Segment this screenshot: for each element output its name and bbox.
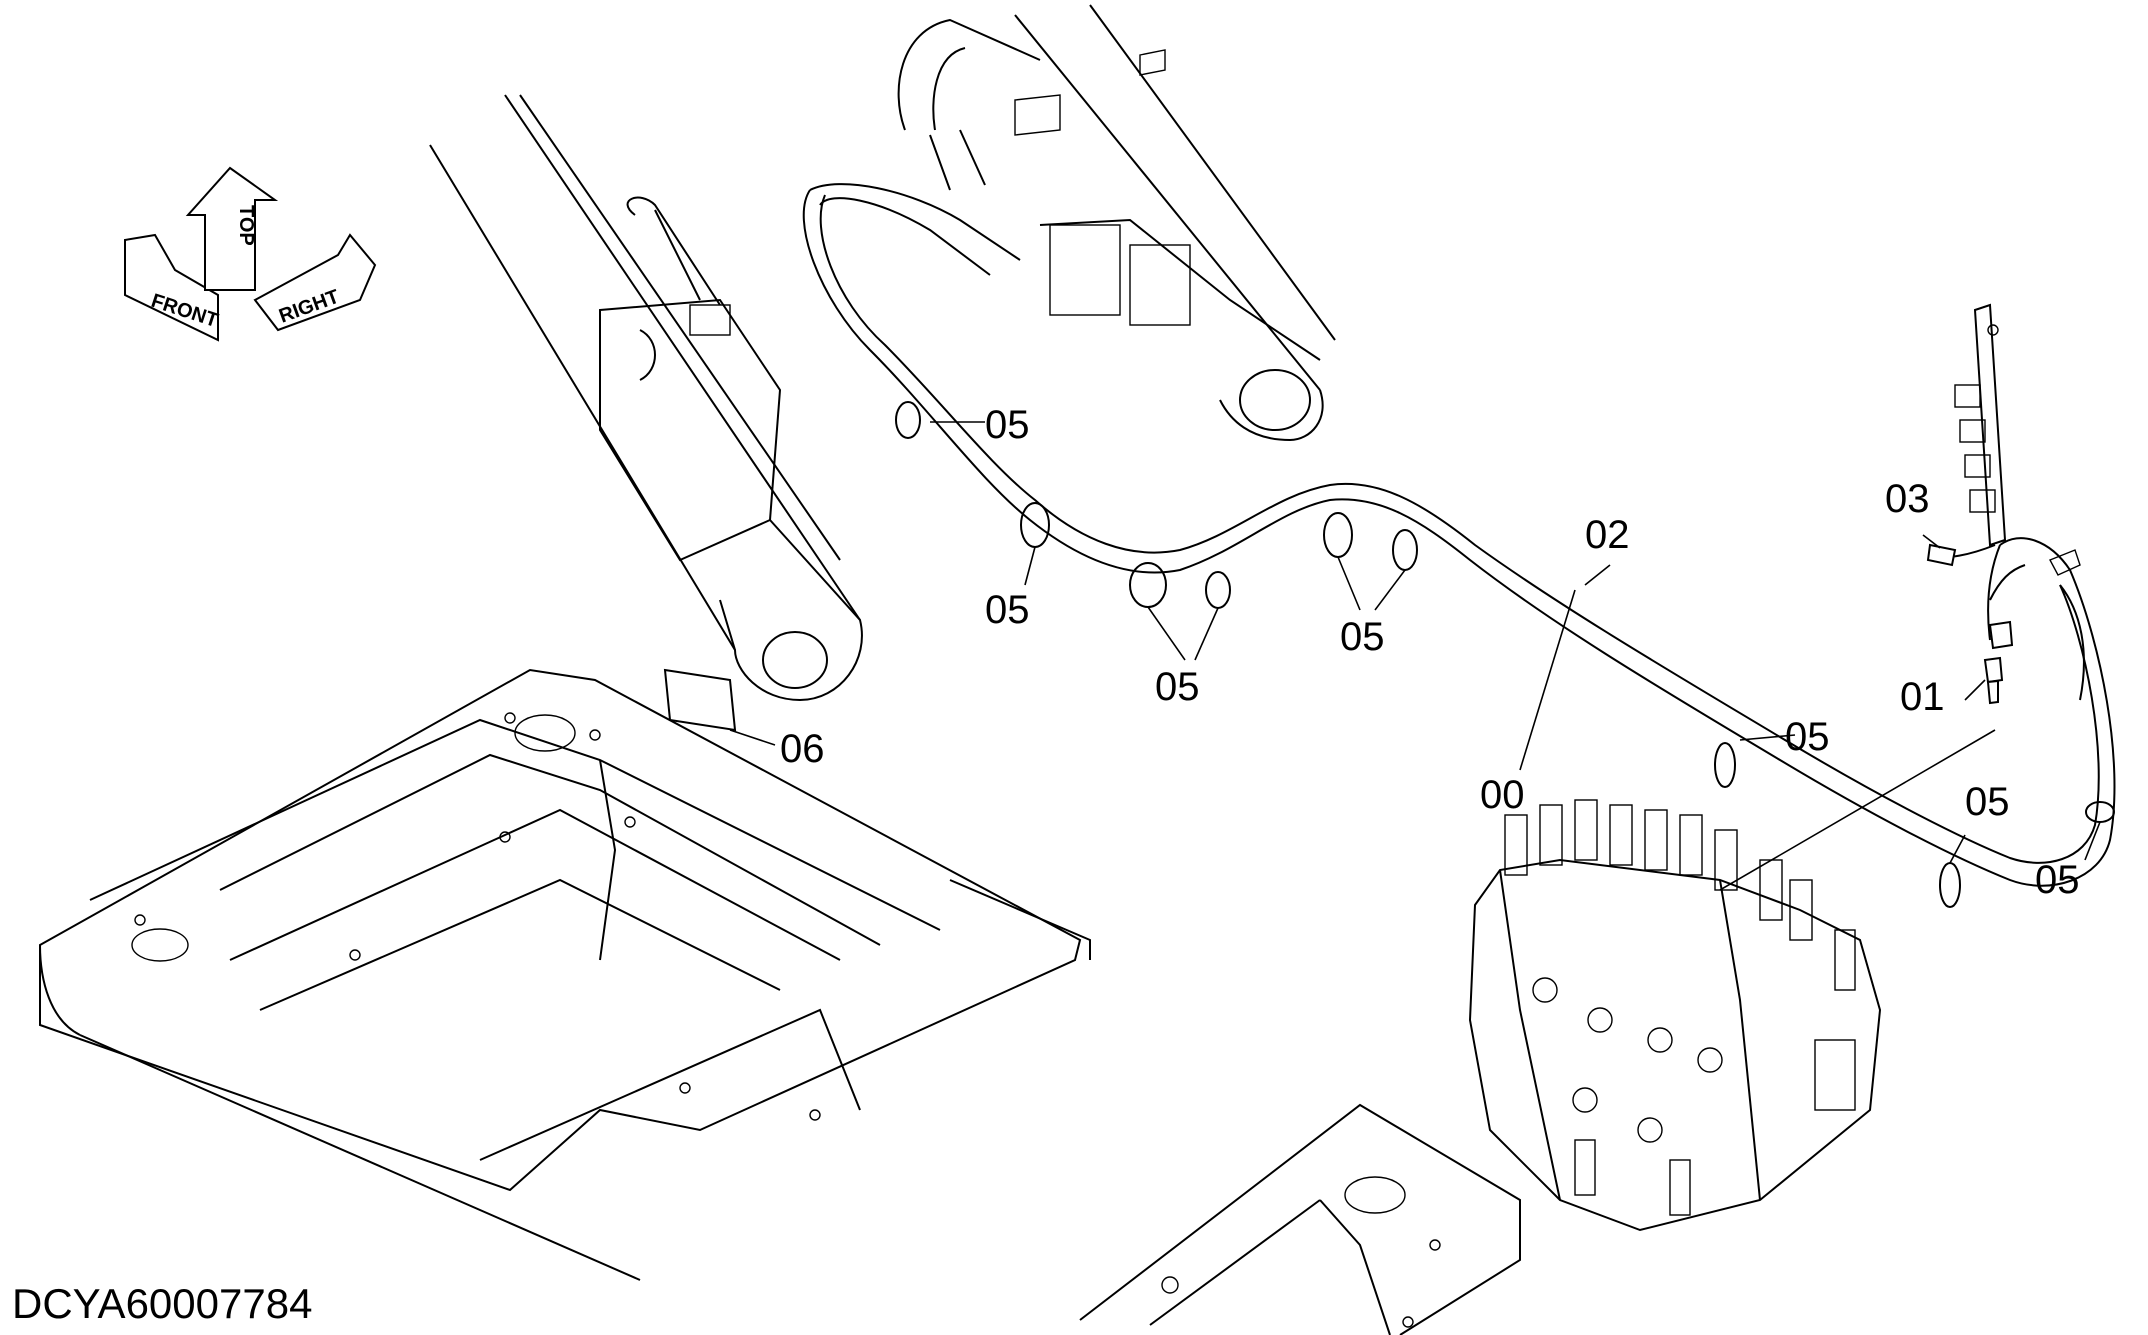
label-plate: [663, 668, 737, 732]
fittings: [1926, 543, 2014, 705]
callout-05-lower-right: 05: [1965, 780, 2010, 824]
callout-05-right: 05: [1785, 715, 1830, 759]
callout-05-far-right: 05: [2035, 858, 2080, 902]
drawing-id: DCYA60007784: [12, 1280, 312, 1327]
manifold-block: [1934, 303, 2007, 558]
callout-05-middle: 05: [1155, 665, 1200, 709]
callout-06: 06: [780, 727, 825, 771]
right-boom-cylinder: [897, 4, 1336, 442]
control-valve: [1468, 799, 1882, 1232]
callout-01: 01: [1900, 675, 1945, 719]
hose-assembly: [802, 183, 2116, 887]
callout-labels: 05 05 05 05 05 05 05 00 01 02 03 06: [780, 403, 2080, 902]
callout-05-left: 05: [985, 588, 1030, 632]
callout-03: 03: [1885, 477, 1930, 521]
cab-floor-frame: [39, 668, 1091, 1281]
leader-lines: [729, 421, 2101, 891]
callout-00: 00: [1480, 773, 1525, 817]
orientation-top-label: TOP: [235, 205, 257, 246]
lower-frame: [1079, 1103, 1521, 1335]
orientation-indicator: FRONT TOP RIGHT: [124, 166, 377, 342]
callout-05-upper: 05: [985, 403, 1030, 447]
callout-02: 02: [1585, 513, 1630, 557]
callout-05-center: 05: [1340, 615, 1385, 659]
left-boom-cylinder: [429, 94, 863, 702]
